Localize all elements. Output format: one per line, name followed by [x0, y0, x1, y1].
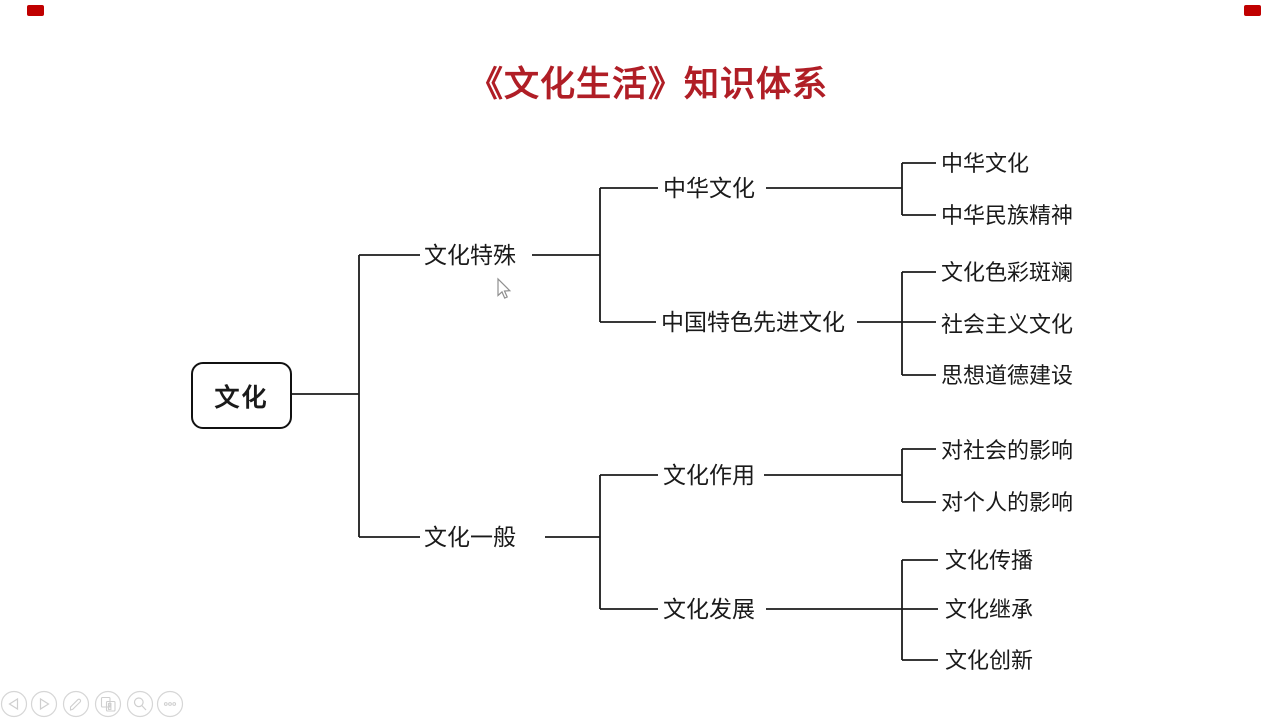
corner-marks	[27, 5, 1261, 16]
node-advanced-culture: 中国特色先进文化	[661, 310, 845, 335]
more-button[interactable]	[156, 690, 184, 718]
player-toolbar	[0, 690, 184, 718]
node-chinese-culture: 中华文化	[663, 176, 755, 201]
slides-icon	[100, 696, 116, 712]
leaf-influence-society: 对社会的影响	[941, 438, 1074, 463]
leaf-influence-individual: 对个人的影响	[941, 490, 1074, 515]
zoom-button[interactable]	[126, 690, 154, 718]
leaf-socialist-culture: 社会主义文化	[941, 312, 1074, 337]
root-node-culture: 文化	[191, 362, 292, 429]
previous-button[interactable]	[0, 690, 28, 718]
top-left-red-mark	[27, 5, 44, 16]
branch-culture-general: 文化一般	[424, 525, 516, 550]
leaf-culture-inheritance: 文化继承	[945, 597, 1034, 622]
previous-icon	[8, 697, 19, 711]
leaf-culture-spread: 文化传播	[945, 548, 1034, 573]
leaf-moral-construction: 思想道德建设	[941, 363, 1074, 388]
root-node-label: 文化	[214, 383, 269, 412]
next-button[interactable]	[30, 690, 58, 718]
node-culture-role: 文化作用	[663, 463, 755, 488]
leaf-colorful-culture: 文化色彩斑斓	[941, 260, 1074, 285]
page-title: 《文化生活》知识体系	[467, 65, 829, 104]
pen-button[interactable]	[62, 690, 90, 718]
node-culture-development: 文化发展	[663, 597, 755, 622]
leaf-national-spirit: 中华民族精神	[941, 203, 1074, 228]
more-icon	[163, 702, 177, 706]
leaf-culture-innovation: 文化创新	[945, 648, 1034, 673]
slides-button[interactable]	[94, 690, 122, 718]
leaf-chinese-culture: 中华文化	[941, 151, 1030, 176]
branch-culture-specific: 文化特殊	[424, 243, 516, 268]
top-right-red-mark	[1244, 5, 1261, 16]
pen-icon	[69, 698, 82, 711]
next-icon	[39, 697, 50, 711]
zoom-icon	[133, 697, 147, 711]
